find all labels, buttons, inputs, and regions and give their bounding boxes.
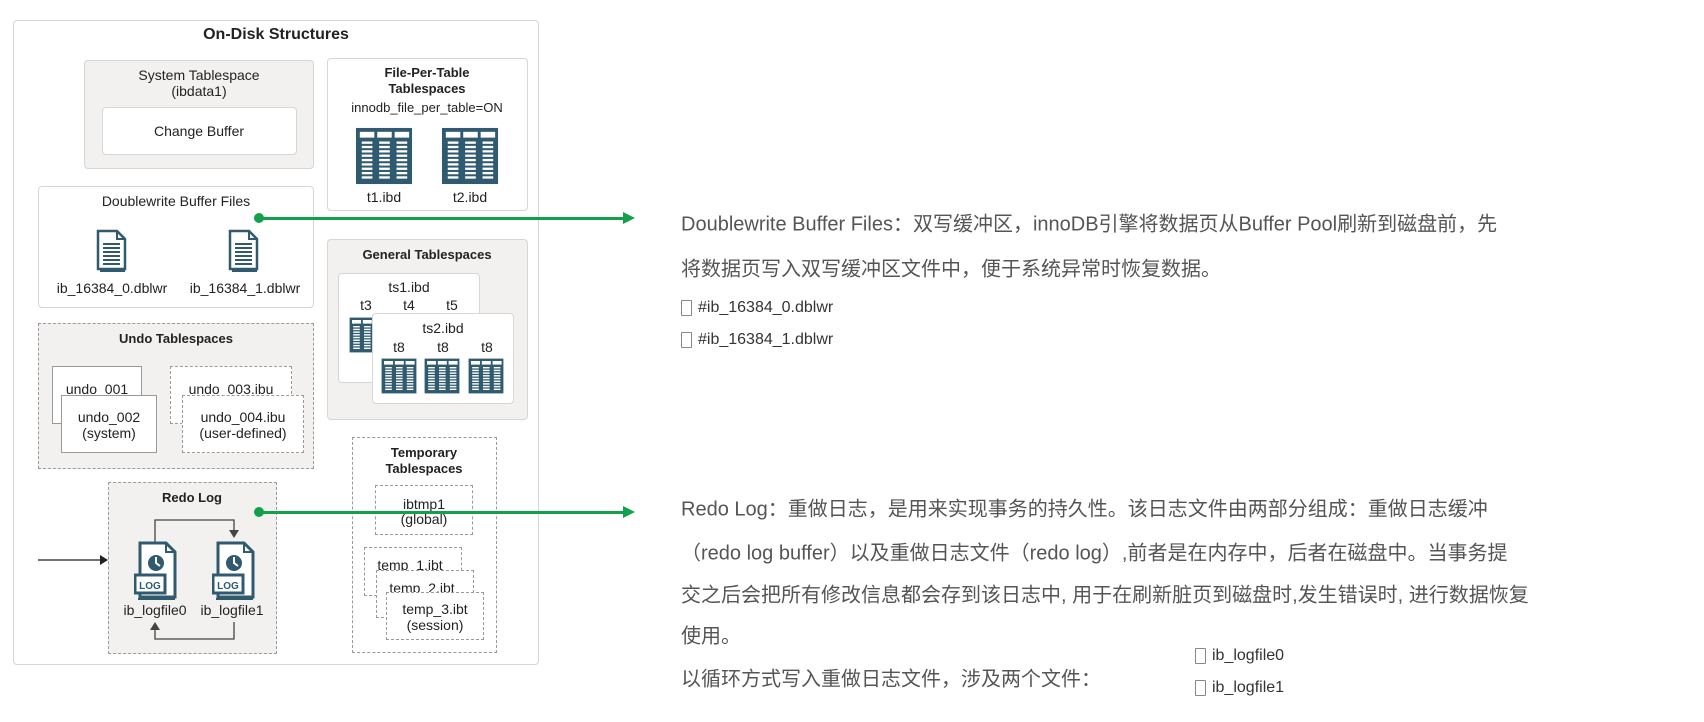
file-icon — [1195, 648, 1206, 664]
file-name: #ib_16384_1.dblwr — [698, 331, 834, 348]
ts2-label: ts2.ibd — [422, 320, 464, 336]
dblwr-file-0-label: ib_16384_0.dblwr — [56, 280, 168, 296]
file-per-table-setting: innodb_file_per_table=ON — [351, 100, 503, 115]
temp-1-label: temp_1.ibt — [377, 557, 443, 573]
system-tablespace-title: System Tablespace — [138, 67, 260, 83]
doublewrite-connector-line — [259, 217, 625, 220]
ts2-table-label: t8 — [481, 339, 493, 355]
undo-002-box — [61, 395, 157, 453]
table-icon — [468, 358, 504, 394]
logfile-1-label: ib_logfile1 — [200, 602, 264, 618]
general-tablespaces-title: General Tablespaces — [362, 247, 492, 262]
redo-note-line: 交之后会把所有修改信息都会存到该日志中, 用于在刷新脏页到磁盘时,发生错误时, … — [681, 584, 1529, 607]
file-per-table-title-2: Tablespaces — [388, 81, 466, 96]
doublewrite-arrowhead — [623, 212, 635, 224]
dblwr-file-1-label: ib_16384_1.dblwr — [189, 280, 301, 296]
ibtmp1-box — [375, 485, 473, 535]
change-buffer-box — [102, 107, 297, 155]
temporary-title: Temporary — [390, 445, 458, 460]
temporary-title-2: Tablespaces — [385, 461, 463, 476]
file-icon — [1195, 680, 1206, 696]
dblwr-file-item: #ib_16384_0.dblwr — [681, 299, 833, 317]
log-file-icon: LOG — [133, 541, 178, 600]
svg-text:LOG: LOG — [139, 581, 161, 592]
redo-note-line: （redo log buffer）以及重做日志文件（redo log）,前者是在… — [681, 542, 1508, 565]
logfile-item: ib_logfile0 — [1195, 647, 1284, 665]
logfile-0-label: ib_logfile0 — [123, 602, 187, 618]
undo-004-box — [182, 395, 304, 453]
doublewrite-connector-dot — [254, 213, 264, 223]
file-per-table-title: File-Per-Table — [384, 65, 470, 80]
dblwr-file-item: #ib_16384_1.dblwr — [681, 331, 833, 349]
change-buffer-label: Change Buffer — [153, 123, 245, 139]
undo-title: Undo Tablespaces — [119, 331, 233, 346]
redo-note-line: 使用。 — [681, 625, 741, 648]
table-icon — [424, 358, 460, 394]
file-icon — [681, 300, 692, 316]
ts2-table-label: t8 — [437, 339, 449, 355]
undo-004-label: undo_004.ibu — [200, 409, 286, 425]
ts2-table-label: t8 — [393, 339, 405, 355]
document-icon — [96, 227, 128, 272]
undo-002-sub: (system) — [82, 425, 136, 441]
temp-3-sub: (session) — [406, 617, 464, 633]
file-icon — [681, 332, 692, 348]
redo-log-title: Redo Log — [162, 490, 222, 505]
ts1-table-label: t5 — [446, 297, 458, 313]
undo-001-label: undo_001 — [65, 381, 129, 397]
undo-002-label: undo_002 — [77, 409, 141, 425]
diagram-title: On-Disk Structures — [203, 26, 349, 43]
redo-cycle-arrows — [38, 519, 239, 640]
file-name: ib_logfile1 — [1212, 679, 1285, 696]
logfile-item: ib_logfile1 — [1195, 679, 1284, 697]
doublewrite-title: Doublewrite Buffer Files — [101, 193, 251, 209]
redo-note-line: 以循环方式写入重做日志文件，涉及两个文件： — [681, 668, 1101, 691]
t2-ibd-label: t2.ibd — [452, 189, 488, 205]
undo-003-label: undo_003.ibu — [188, 381, 274, 397]
doublewrite-box — [38, 186, 314, 308]
ts1-table-label: t4 — [403, 297, 415, 313]
doublewrite-note-line: Doublewrite Buffer Files：双写缓冲区，innoDB引擎将… — [681, 213, 1498, 236]
doublewrite-note-line: 将数据页写入双写缓冲区文件中，便于系统异常时恢复数据。 — [681, 258, 1221, 281]
temp-3-box — [386, 592, 484, 640]
document-icon — [228, 227, 260, 272]
undo-004-sub: (user-defined) — [199, 425, 287, 441]
file-name: #ib_16384_0.dblwr — [698, 299, 834, 316]
ts1-table-label: t3 — [360, 297, 372, 313]
ibtmp1-label: ibtmp1 — [402, 496, 446, 512]
table-icon — [381, 358, 417, 394]
svg-text:LOG: LOG — [217, 581, 239, 592]
table-icon — [441, 127, 499, 185]
log-file-icon: LOG — [211, 541, 256, 600]
redo-connector-line — [259, 511, 625, 514]
table-icon — [355, 127, 413, 185]
redo-note-line: Redo Log：重做日志，是用来实现事务的持久性。该日志文件由两部分组成：重做… — [681, 498, 1488, 521]
redo-connector-dot — [254, 507, 264, 517]
temp-3-label: temp_3.ibt — [402, 601, 468, 617]
ibtmp1-sub: (global) — [400, 511, 448, 527]
t1-ibd-label: t1.ibd — [366, 189, 402, 205]
redo-arrowhead — [623, 506, 635, 518]
ts1-label: ts1.ibd — [388, 279, 430, 295]
file-name: ib_logfile0 — [1212, 647, 1285, 664]
system-tablespace-subtitle: (ibdata1) — [171, 83, 227, 99]
